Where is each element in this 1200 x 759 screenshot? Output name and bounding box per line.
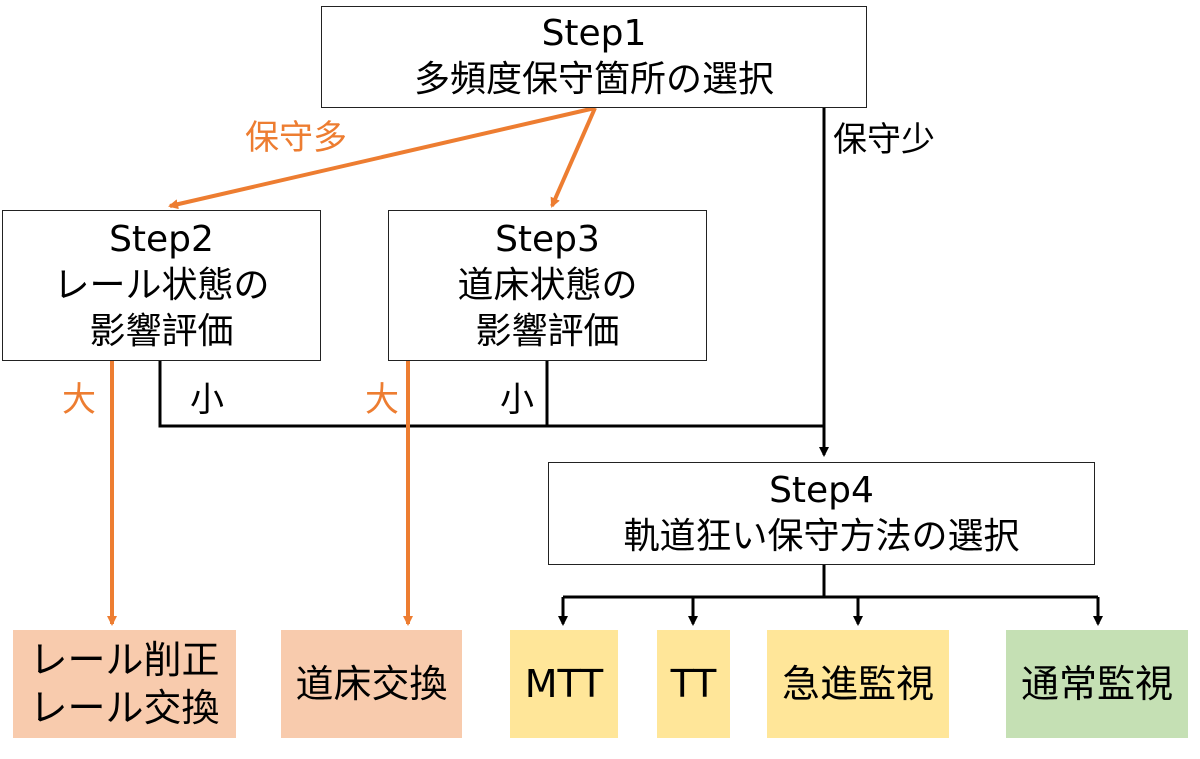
label-little-maintenance: 保守少 [833, 120, 935, 160]
outcome-tt-label: TT [670, 662, 717, 706]
outcome-ballast-label: 道床交換 [295, 662, 448, 706]
step3-description-line2: 影響評価 [475, 310, 620, 352]
step2-description-line1: レール状態の [53, 264, 270, 306]
step4-box: Step4 軌道狂い保守方法の選択 [548, 462, 1095, 565]
label-step2-large: 大 [62, 380, 96, 420]
step3-title: Step3 [495, 218, 600, 260]
step1-title: Step1 [541, 13, 647, 54]
step2-box: Step2 レール状態の 影響評価 [2, 210, 321, 361]
outcome-rail-line1: レール削正 [29, 638, 220, 682]
step3-description-line1: 道床状態の [457, 264, 638, 306]
arrow-step1-to-step3 [550, 107, 597, 208]
step4-title: Step4 [769, 469, 874, 511]
step4-description: 軌道狂い保守方法の選択 [623, 515, 1020, 557]
outcome-ballast-box: 道床交換 [281, 630, 462, 738]
outcome-rapid-label: 急進監視 [781, 662, 934, 706]
step3-box: Step3 道床状態の 影響評価 [388, 210, 707, 361]
label-step3-large: 大 [365, 380, 399, 420]
step2-description-line2: 影響評価 [89, 310, 234, 352]
step1-box: Step1 多頻度保守箇所の選択 [321, 6, 867, 108]
label-step2-small: 小 [190, 380, 224, 420]
outcome-rapid-box: 急進監視 [767, 630, 949, 738]
outcome-normal-box: 通常監視 [1006, 630, 1188, 738]
step2-title: Step2 [109, 218, 214, 260]
outcome-mtt-box: MTT [510, 630, 618, 738]
outcome-rail-line2: レール交換 [29, 686, 220, 730]
line-step2-small [158, 361, 824, 428]
label-much-maintenance: 保守多 [245, 118, 347, 158]
outcome-mtt-label: MTT [524, 662, 604, 706]
outcome-normal-label: 通常監視 [1020, 662, 1173, 706]
arrow-step1-to-step2 [168, 106, 596, 210]
outcome-tt-box: TT [657, 630, 730, 738]
label-step3-small: 小 [500, 380, 534, 420]
step1-description: 多頻度保守箇所の選択 [413, 59, 774, 100]
outcome-rail-box: レール削正 レール交換 [13, 630, 236, 738]
